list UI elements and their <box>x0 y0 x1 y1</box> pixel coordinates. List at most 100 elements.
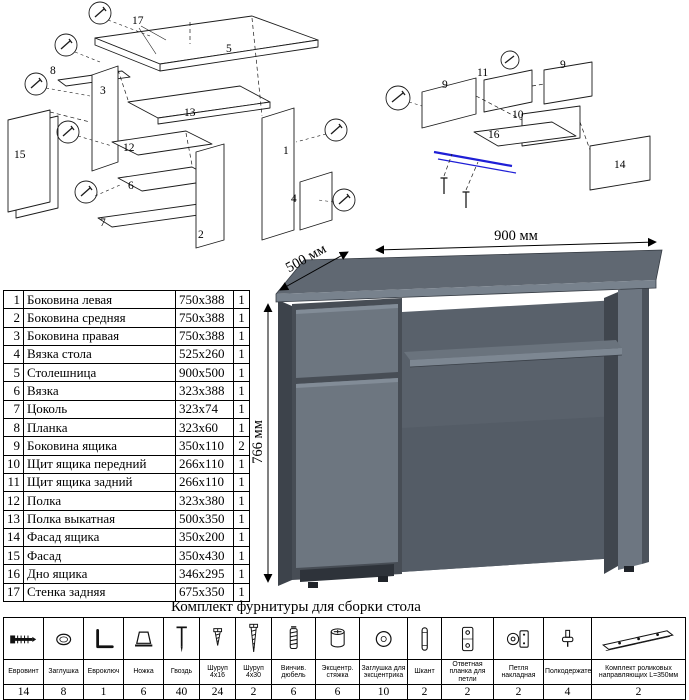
hardware-item-label: Эксцентр. стяжка <box>315 658 360 686</box>
right-side-front-edge <box>618 286 642 570</box>
hardware-item-qty: 14 <box>3 684 44 700</box>
hardware-item-label: Заглушка для эксцентрика <box>359 658 408 686</box>
parts-cell-size: 750x388 <box>175 308 234 328</box>
panel-side <box>91 65 119 172</box>
panel-drawer-back <box>483 69 533 113</box>
parts-cell-size: 525x260 <box>175 344 234 365</box>
parts-cell-name: Боковина правая <box>23 326 176 346</box>
parts-cell-num: 1 <box>3 289 24 310</box>
hardware-item-qty: 24 <box>199 684 236 700</box>
wood-dowel-icon <box>407 617 442 660</box>
hardware-item-label: Евровинт <box>3 658 44 686</box>
hardware-item-qty: 2 <box>493 684 544 700</box>
tabletop-surface <box>276 250 662 294</box>
parts-cell-size: 266x110 <box>175 454 234 474</box>
screw-short-icon <box>199 617 236 660</box>
parts-cell-num: 12 <box>3 491 24 511</box>
hardware-item-qty: 2 <box>407 684 442 700</box>
desk-foot <box>378 576 388 582</box>
hardware-item-qty: 8 <box>43 684 84 700</box>
parts-cell-name: Вязка стола <box>23 344 176 365</box>
panel-tabletop-side <box>94 37 161 72</box>
keyboard-tray-front <box>410 348 622 367</box>
hardware-item-label: Петля накладная <box>493 658 544 686</box>
hardware-item-label: Шуруп 4x16 <box>199 658 236 686</box>
part-callout: 10 <box>512 109 524 121</box>
width-dimension-label: 900 мм <box>494 228 538 244</box>
roller-guide-lines <box>433 150 517 174</box>
hardware-icons-row <box>3 617 686 660</box>
panel-drawer-facade <box>589 135 651 191</box>
parts-cell-qty: 1 <box>233 546 250 566</box>
parts-cell-qty: 1 <box>233 399 250 420</box>
fastener-detail-icon <box>385 85 411 111</box>
parts-cell-num: 9 <box>3 436 24 456</box>
cam-cap-icon <box>359 617 408 660</box>
panel-small-side <box>299 171 333 231</box>
parts-cell-num: 10 <box>3 454 24 474</box>
right-side-outer-edge <box>642 286 649 564</box>
right-diagram-callout-numbers: 9 11 9 10 16 14 <box>442 59 626 171</box>
hardware-item-qty: 6 <box>271 684 316 700</box>
part-callout: 2 <box>198 229 204 241</box>
parts-cell-name: Фасад <box>23 546 176 566</box>
parts-cell-size: 500x350 <box>175 509 234 529</box>
parts-cell-qty: 1 <box>233 454 250 474</box>
panel-drawer-bottom <box>473 121 577 147</box>
door-front-bevel <box>296 378 398 388</box>
parts-cell-qty: 2 <box>233 436 250 456</box>
hardware-item-qty: 2 <box>591 684 686 700</box>
hardware-item-label: Винчив. дюбель <box>271 658 316 686</box>
part-callout: 6 <box>128 180 134 192</box>
roller-guides-icon <box>591 617 686 660</box>
hardware-item-label: Ответная планка для петли <box>441 658 494 686</box>
parts-cell-name: Дно ящика <box>23 564 176 584</box>
parts-cell-size: 266x110 <box>175 472 234 493</box>
hardware-item-qty: 40 <box>163 684 200 700</box>
parts-cell-num: 8 <box>3 418 24 438</box>
hardware-item-label: Заглушка <box>43 658 84 686</box>
parts-cell-qty: 1 <box>233 381 250 401</box>
fastener-detail-icon <box>88 1 112 25</box>
drawer-fastener-details <box>385 50 520 208</box>
part-callout: 5 <box>226 43 232 55</box>
desk-3d-render: 900 мм 500 мм 766 мм <box>252 228 663 588</box>
screw-glyphs <box>30 6 351 205</box>
hardware-item-qty: 6 <box>315 684 360 700</box>
parts-cell-name: Боковина ящика <box>23 436 176 456</box>
drawer-front <box>296 304 398 378</box>
exploded-diagram-drawer-assembly: 9 11 9 10 16 14 <box>385 50 651 208</box>
part-callout: 15 <box>14 149 26 161</box>
hardware-kit-title: Комплект фурнитуры для сборки стола <box>171 599 421 615</box>
loose-screw-glyphs <box>440 177 470 208</box>
desk-back-panel <box>402 416 618 572</box>
fastener-detail-callouts <box>24 1 356 212</box>
parts-cell-num: 4 <box>3 344 24 365</box>
hardware-item-label: Евроключ <box>83 658 124 686</box>
parts-cell-qty: 1 <box>233 472 250 493</box>
parts-cell-name: Щит ящика передний <box>23 454 176 474</box>
part-callout: 14 <box>614 159 626 171</box>
threaded-dowel-icon <box>271 617 316 660</box>
tabletop-front-edge <box>276 280 656 302</box>
hardware-item-label: Ножка <box>123 658 164 686</box>
dimension-annotations <box>263 237 657 583</box>
parts-cell-name: Боковина левая <box>23 289 176 310</box>
parts-cell-qty: 1 <box>233 527 250 548</box>
panel-middle-side <box>195 143 225 249</box>
fastener-detail-icon <box>74 180 98 204</box>
parts-cell-qty: 1 <box>233 564 250 584</box>
fastener-detail-icon <box>56 120 80 144</box>
parts-cell-num: 11 <box>3 472 24 493</box>
part-callout: 13 <box>184 107 196 119</box>
depth-dimension-arrow <box>279 251 349 291</box>
